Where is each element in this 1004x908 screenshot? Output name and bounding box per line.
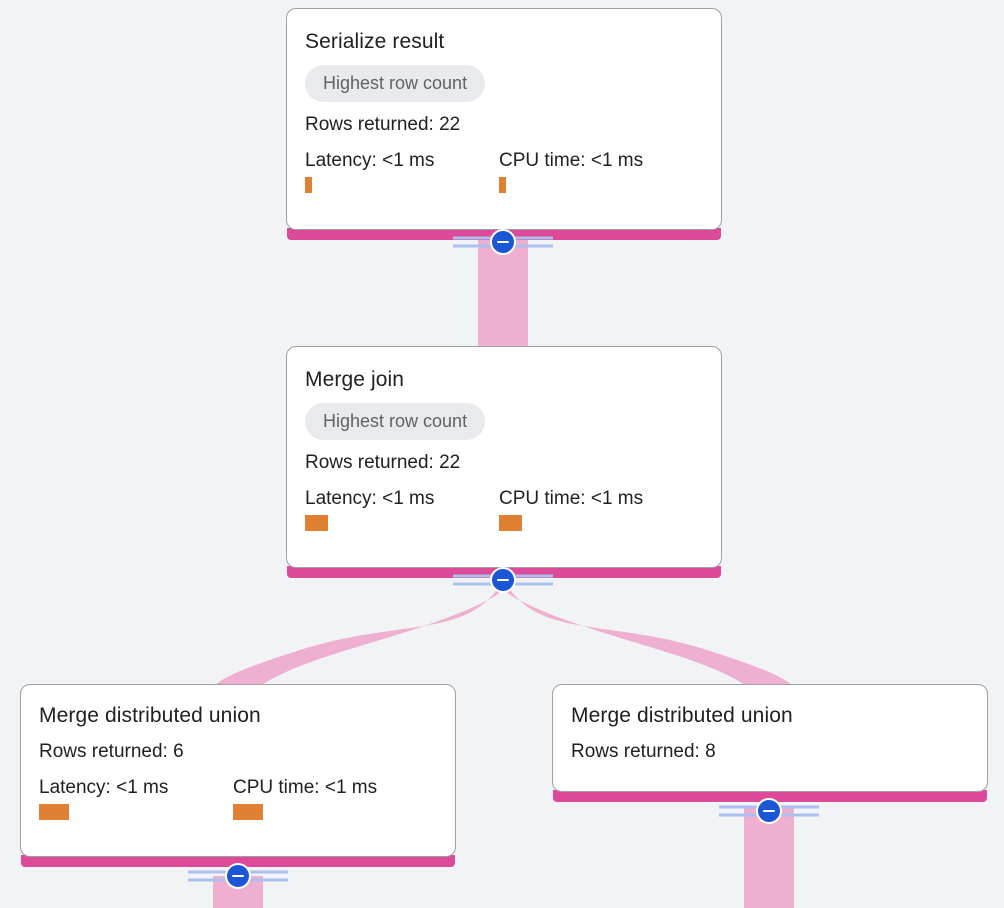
- collapse-toggle-union-left[interactable]: [188, 861, 288, 891]
- collapse-toggle-serialize-result[interactable]: [453, 227, 553, 257]
- node-merge-distributed-union-right[interactable]: Merge distributed union Rows returned: 8: [552, 684, 988, 792]
- collapse-toggle-union-right[interactable]: [719, 796, 819, 826]
- rows-returned-text: Rows returned: 22: [305, 114, 461, 135]
- edge-merge-join-to-union-right: [504, 580, 793, 686]
- node-title: Merge distributed union: [571, 704, 793, 727]
- latency-metric: Latency: <1 ms: [305, 149, 499, 193]
- node-metrics: Latency: <1 ms CPU time: <1 ms: [305, 487, 703, 531]
- latency-label: Latency: <1 ms: [39, 777, 169, 798]
- collapse-toggle-merge-join[interactable]: [453, 565, 553, 595]
- cpu-time-metric: CPU time: <1 ms: [499, 149, 643, 193]
- node-footer-union-left: [21, 855, 455, 867]
- latency-metric: Latency: <1 ms: [305, 487, 499, 531]
- latency-metric: Latency: <1 ms: [39, 776, 233, 820]
- node-merge-join[interactable]: Merge join Highest row count Rows return…: [286, 346, 722, 568]
- cpu-time-metric: CPU time: <1 ms: [233, 776, 377, 820]
- node-footer-union-right: [553, 790, 987, 802]
- collapse-minus-icon[interactable]: [225, 863, 251, 889]
- rows-returned-text: Rows returned: 6: [39, 741, 184, 762]
- cpu-time-bar: [499, 177, 506, 193]
- highest-row-count-chip: Highest row count: [305, 65, 486, 102]
- node-metrics: Latency: <1 ms CPU time: <1 ms: [39, 776, 437, 820]
- cpu-time-label: CPU time: <1 ms: [499, 150, 644, 171]
- rows-returned-text: Rows returned: 8: [571, 741, 716, 762]
- highest-row-count-chip: Highest row count: [305, 403, 486, 440]
- collapse-minus-icon[interactable]: [490, 229, 516, 255]
- collapse-minus-icon[interactable]: [756, 798, 782, 824]
- cpu-time-bar: [233, 804, 263, 820]
- node-metrics: Latency: <1 ms CPU time: <1 ms: [305, 149, 703, 193]
- collapse-minus-icon[interactable]: [490, 567, 516, 593]
- node-serialize-result[interactable]: Serialize result Highest row count Rows …: [286, 8, 722, 230]
- cpu-time-metric: CPU time: <1 ms: [499, 487, 643, 531]
- latency-bar: [39, 804, 69, 820]
- latency-label: Latency: <1 ms: [305, 150, 435, 171]
- cpu-time-bar: [499, 515, 522, 531]
- node-merge-distributed-union-left[interactable]: Merge distributed union Rows returned: 6…: [20, 684, 456, 857]
- rows-returned-text: Rows returned: 22: [305, 452, 461, 473]
- cpu-time-label: CPU time: <1 ms: [233, 777, 378, 798]
- latency-label: Latency: <1 ms: [305, 488, 435, 509]
- edge-merge-join-to-union-left: [214, 580, 503, 686]
- node-title: Merge distributed union: [39, 704, 261, 727]
- node-title: Merge join: [305, 368, 405, 391]
- latency-bar: [305, 177, 312, 193]
- cpu-time-label: CPU time: <1 ms: [499, 488, 644, 509]
- node-title: Serialize result: [305, 30, 445, 53]
- latency-bar: [305, 515, 328, 531]
